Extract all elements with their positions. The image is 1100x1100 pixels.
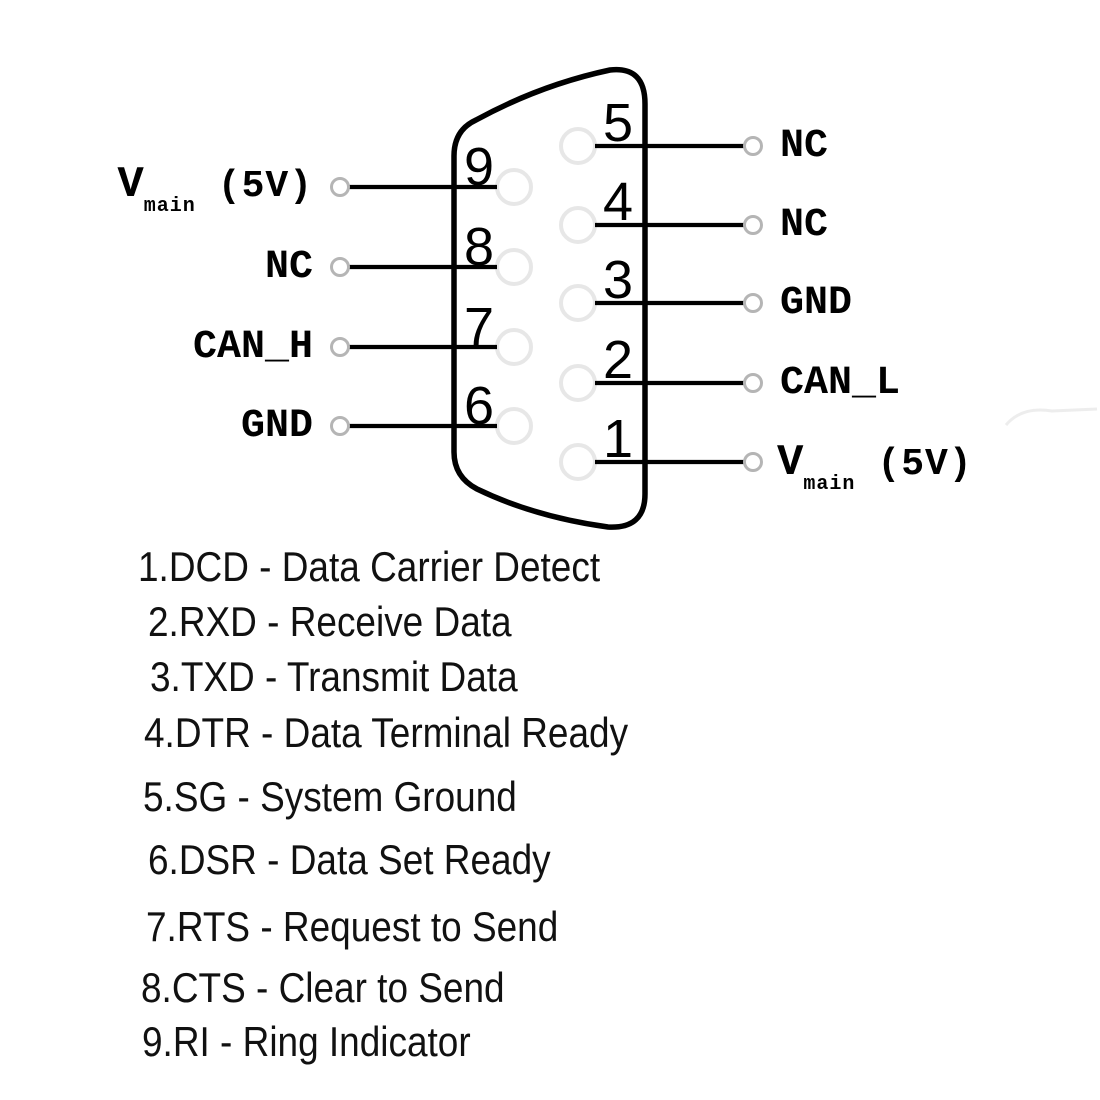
legend-line-7: 7.RTS - Request to Send: [146, 903, 559, 950]
pin-number-2: 2: [602, 330, 634, 390]
pin-number-5: 5: [602, 93, 634, 153]
pin-7-label: CAN_H: [192, 325, 313, 370]
legend-line-9: 9.RI - Ring Indicator: [142, 1018, 471, 1065]
pin-number-1: 1: [602, 409, 634, 469]
pin-3-label: GND: [780, 281, 853, 326]
pin-wires-right: [595, 143, 744, 465]
pin-9-label-base: V: [117, 160, 144, 210]
wire-terminals-left: [330, 177, 350, 436]
wire-terminals-right: [743, 136, 763, 472]
terminal-pin-7: [330, 337, 350, 357]
terminal-pin-8: [330, 257, 350, 277]
terminal-pin-5: [743, 136, 763, 156]
legend-line-2: 2.RXD - Receive Data: [148, 598, 512, 645]
pin-1-label-subscript: main: [803, 473, 856, 496]
pin-9-label: Vmain (5V): [117, 160, 313, 218]
pin-1-label-base: V: [777, 438, 804, 488]
pin-5-label: NC: [780, 124, 829, 169]
legend-line-3: 3.TXD - Transmit Data: [150, 653, 518, 700]
legend-line-4: 4.DTR - Data Terminal Ready: [144, 709, 629, 756]
pin-wires-left: [349, 184, 497, 429]
terminal-pin-3: [743, 293, 763, 313]
pin-4-label: NC: [780, 203, 829, 248]
terminal-pin-1: [743, 452, 763, 472]
pin-1-label-suffix: (5V): [877, 443, 973, 486]
pin-number-4: 4: [602, 172, 634, 232]
pin-1-label: Vmain (5V): [777, 438, 973, 496]
pin-number-3: 3: [602, 250, 634, 310]
pin-2-label: CAN_L: [780, 361, 901, 406]
terminal-pin-2: [743, 373, 763, 393]
terminal-pin-4: [743, 215, 763, 235]
pin-9-label-suffix: (5V): [217, 165, 313, 208]
legend-line-6: 6.DSR - Data Set Ready: [148, 836, 551, 883]
pin-number-8: 8: [463, 217, 495, 277]
pin-9-label-subscript: main: [143, 195, 196, 218]
terminal-pin-9: [330, 177, 350, 197]
pin-8-label: NC: [264, 245, 313, 290]
pin-number-9: 9: [463, 137, 495, 197]
legend-line-1: 1.DCD - Data Carrier Detect: [138, 543, 601, 590]
smudge-artifact: [1004, 407, 1098, 427]
pin-number-6: 6: [463, 376, 495, 436]
pin-6-label: GND: [240, 404, 313, 449]
legend-line-8: 8.CTS - Clear to Send: [141, 964, 505, 1011]
legend-line-5: 5.SG - System Ground: [143, 773, 517, 820]
pin-number-7: 7: [463, 297, 495, 357]
terminal-pin-6: [330, 416, 350, 436]
